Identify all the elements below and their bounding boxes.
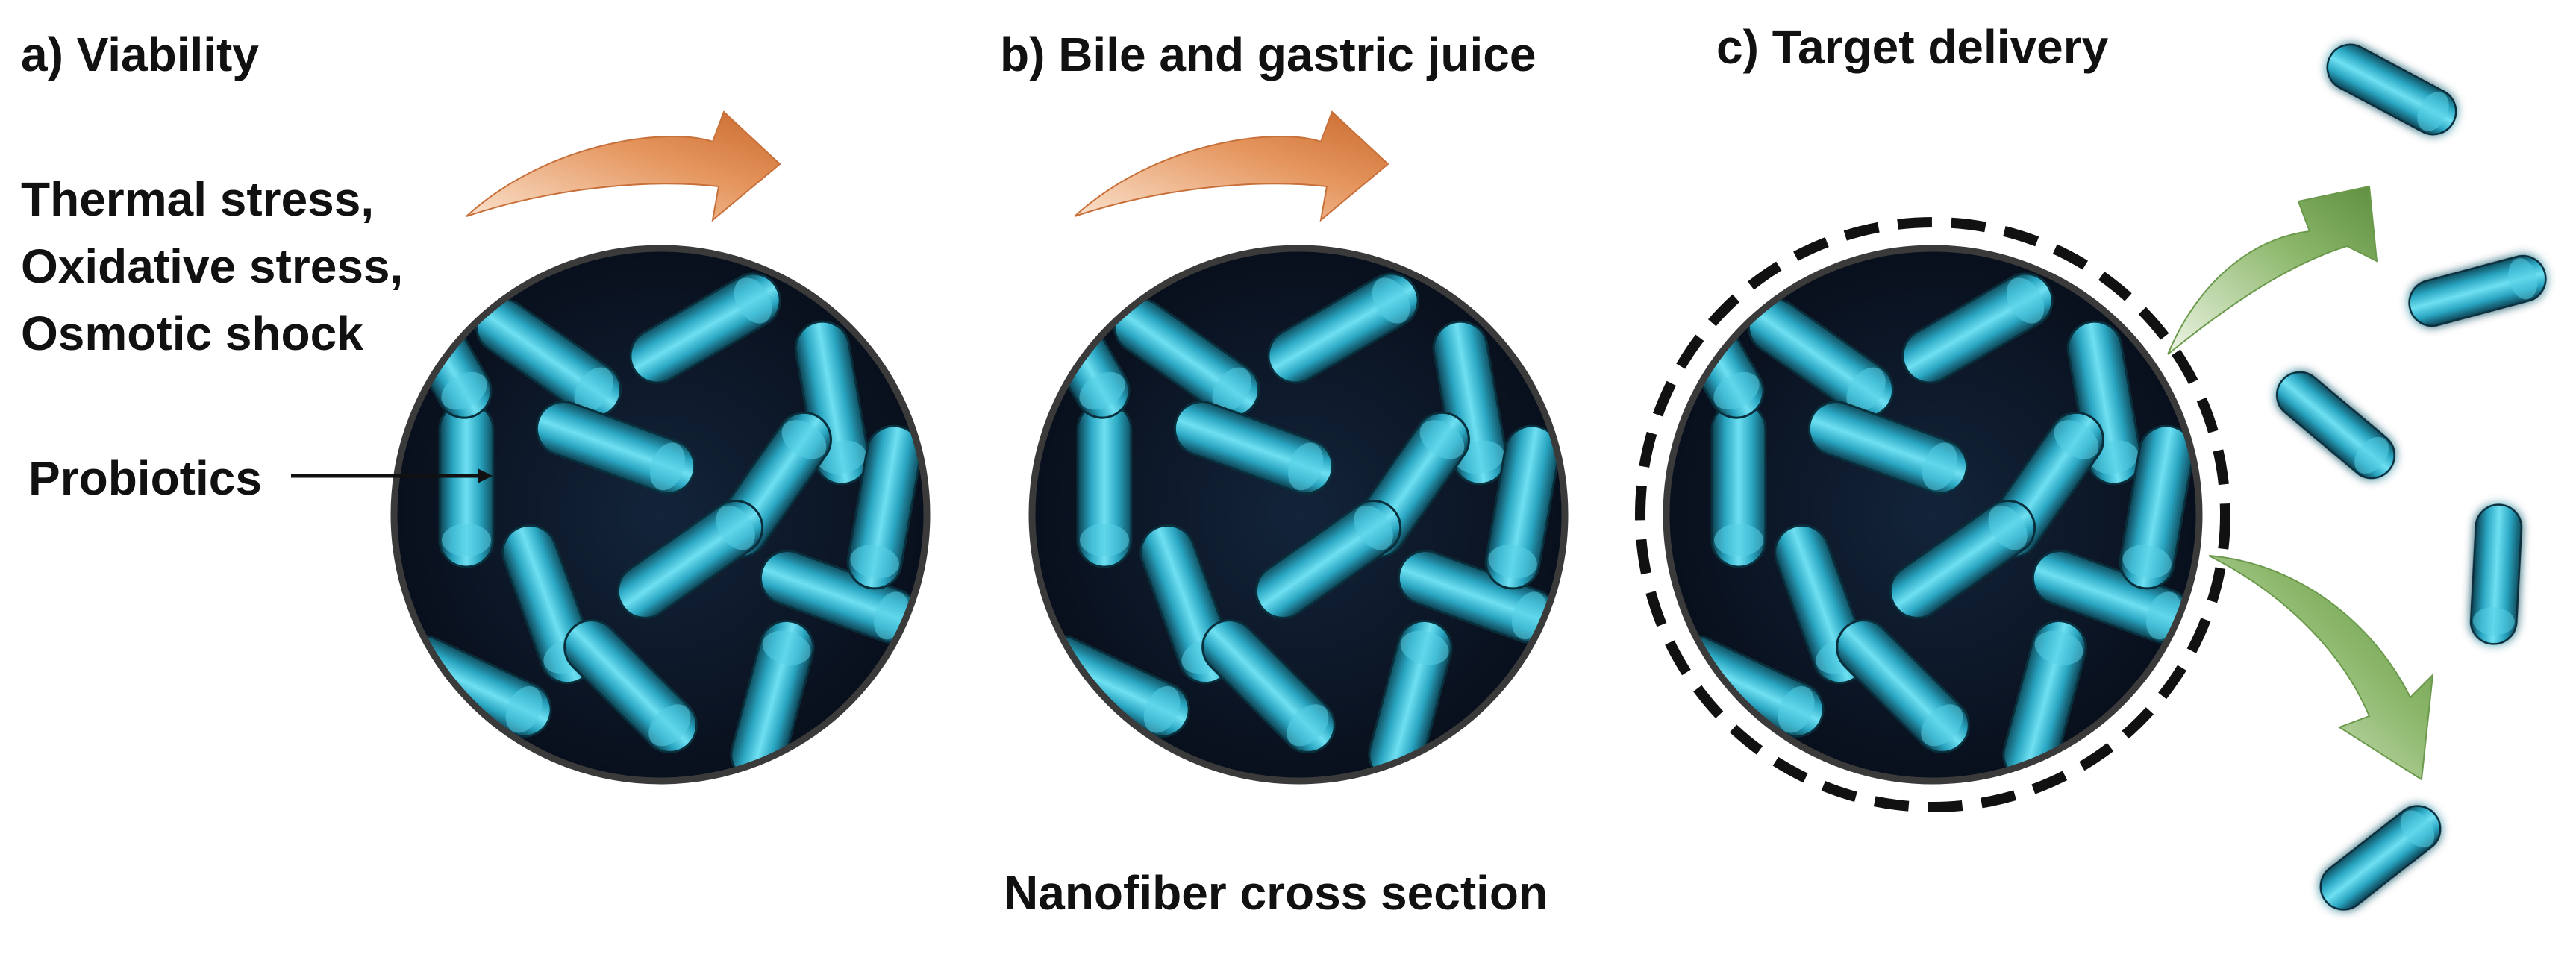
nanofiber-circle-a <box>390 245 931 785</box>
panel-c-title: c) Target delivery <box>1716 20 2109 74</box>
stress-oxidative: Oxidative stress, <box>21 239 404 293</box>
probiotics-pointer <box>291 468 493 483</box>
released-bacterium-5 <box>2310 796 2451 920</box>
released-bacterium-4 <box>2469 502 2524 647</box>
panel-a-title: a) Viability <box>21 28 259 81</box>
nanofiber-circle-c <box>1635 217 2230 812</box>
release-arrow-up <box>2167 185 2378 355</box>
stress-arrow-b <box>1074 111 1389 221</box>
panel-b-title: b) Bile and gastric juice <box>1000 28 1536 81</box>
stress-arrow-a <box>466 111 781 221</box>
dashed-shell <box>1635 217 2230 812</box>
stress-thermal: Thermal stress, <box>21 172 375 226</box>
caption: Nanofiber cross section <box>1004 866 1548 920</box>
released-bacterium-3 <box>2266 362 2405 489</box>
released-bacterium-2 <box>2403 249 2552 333</box>
nanofiber-circle-b <box>1028 245 1569 785</box>
released-bacterium-1 <box>2318 35 2466 144</box>
release-arrow-down <box>2208 555 2434 781</box>
probiotics-label: Probiotics <box>28 451 262 505</box>
stress-osmotic: Osmotic shock <box>21 307 363 360</box>
